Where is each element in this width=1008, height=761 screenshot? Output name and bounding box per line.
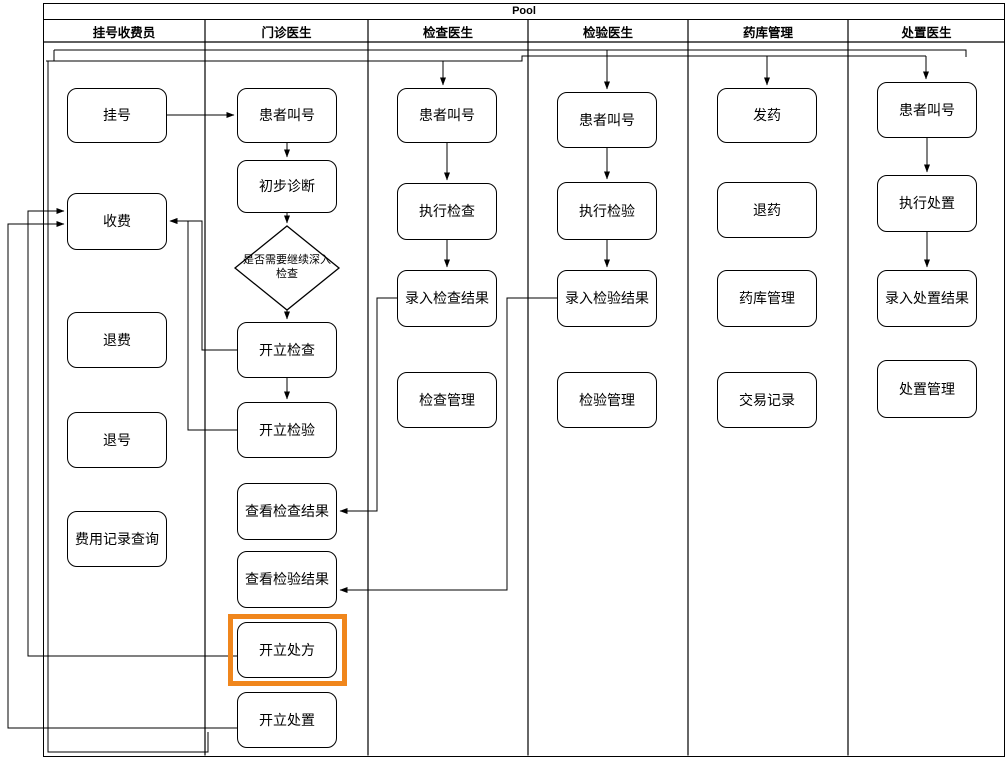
node-exam-management[interactable]: 检查管理: [397, 372, 497, 428]
node-return-medicine[interactable]: 退药: [717, 182, 817, 238]
node-call-patient-outpatient[interactable]: 患者叫号: [237, 88, 337, 143]
pool-title: Pool: [43, 3, 1005, 20]
node-transaction-record[interactable]: 交易记录: [717, 372, 817, 428]
lane-title-test-doctor[interactable]: 检验医生: [582, 25, 633, 40]
node-charge[interactable]: 收费: [67, 193, 167, 250]
node-call-patient-test[interactable]: 患者叫号: [557, 92, 657, 148]
node-order-prescription[interactable]: 开立处方: [237, 622, 337, 678]
node-order-exam[interactable]: 开立检查: [237, 322, 337, 378]
lane-title-exam-doctor[interactable]: 检查医生: [422, 25, 473, 40]
node-enter-test-result[interactable]: 录入检验结果: [557, 270, 657, 327]
node-perform-test[interactable]: 执行检验: [557, 182, 657, 240]
pool-border: [43, 3, 1005, 757]
node-view-exam-result[interactable]: 查看检查结果: [237, 483, 337, 540]
node-disposal-management[interactable]: 处置管理: [877, 360, 977, 418]
node-fee-record-query[interactable]: 费用记录查询: [67, 511, 167, 567]
node-order-test[interactable]: 开立检验: [237, 402, 337, 458]
lane-title-pharmacy-management[interactable]: 药库管理: [742, 25, 793, 40]
node-call-patient-exam[interactable]: 患者叫号: [397, 88, 497, 143]
decision-need-further-label: 是否需要继续深入检查: [243, 254, 331, 280]
lane-title-outpatient-doctor[interactable]: 门诊医生: [261, 25, 312, 40]
node-order-disposal[interactable]: 开立处置: [237, 692, 337, 748]
node-test-management[interactable]: 检验管理: [557, 372, 657, 428]
lane-title-disposal-doctor[interactable]: 处置医生: [901, 25, 952, 40]
node-call-patient-disposal[interactable]: 患者叫号: [877, 82, 977, 138]
node-pharmacy-management[interactable]: 药库管理: [717, 270, 817, 327]
node-enter-disposal-result[interactable]: 录入处置结果: [877, 270, 977, 327]
node-register[interactable]: 挂号: [67, 88, 167, 143]
node-refund-fee[interactable]: 退费: [67, 312, 167, 368]
node-enter-exam-result[interactable]: 录入检查结果: [397, 270, 497, 327]
node-perform-disposal[interactable]: 执行处置: [877, 175, 977, 232]
lane-title-registration-cashier[interactable]: 挂号收费员: [92, 25, 156, 40]
node-preliminary-diagnosis[interactable]: 初步诊断: [237, 160, 337, 213]
node-view-test-result[interactable]: 查看检验结果: [237, 551, 337, 608]
node-perform-exam[interactable]: 执行检查: [397, 183, 497, 240]
node-dispense-medicine[interactable]: 发药: [717, 88, 817, 143]
node-cancel-register[interactable]: 退号: [67, 412, 167, 468]
